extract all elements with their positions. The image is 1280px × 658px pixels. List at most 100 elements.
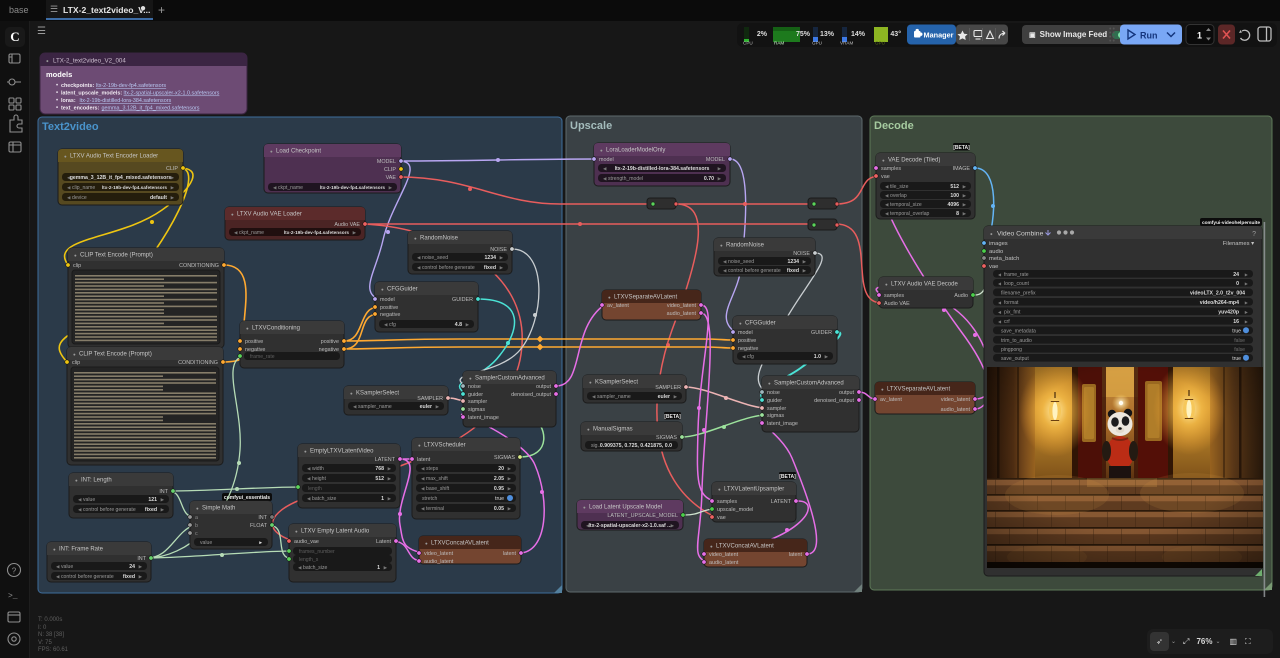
svg-text:CPU: CPU xyxy=(743,41,753,46)
svg-text:filename_prefix: filename_prefix xyxy=(1001,290,1036,296)
svg-text:?: ? xyxy=(1252,231,1256,238)
svg-text:Load Checkpoint: Load Checkpoint xyxy=(276,149,321,155)
svg-text:▶: ▶ xyxy=(171,175,175,180)
svg-text:ltx-2-19b-distilled-lora-384.s: ltx-2-19b-distilled-lora-384.safetensors xyxy=(615,166,710,172)
svg-text:value: value xyxy=(61,564,73,570)
svg-text:audio_latent: audio_latent xyxy=(424,559,454,565)
svg-text:vae: vae xyxy=(717,515,726,521)
svg-text:Simple Math: Simple Math xyxy=(202,506,235,512)
svg-text:ltx-2-19b-dev-fp4.safetensors: ltx-2-19b-dev-fp4.safetensors xyxy=(320,185,386,190)
svg-text:▶: ▶ xyxy=(671,523,675,528)
svg-text:◀: ◀ xyxy=(384,322,388,327)
svg-text:◀: ◀ xyxy=(273,185,277,190)
svg-text:LATENT_UPSCALE_MODEL: LATENT_UPSCALE_MODEL xyxy=(607,513,678,519)
svg-text:value: value xyxy=(83,497,95,503)
svg-text:trim_to_audio: trim_to_audio xyxy=(1001,338,1032,344)
svg-text:yuv420p: yuv420p xyxy=(1218,309,1239,315)
svg-text:fixed: fixed xyxy=(484,265,496,271)
svg-text:◀: ◀ xyxy=(998,272,1002,277)
svg-text:comfyui-videohelpersuite: comfyui-videohelpersuite xyxy=(1202,220,1260,226)
svg-text:14%: 14% xyxy=(851,31,866,38)
svg-text:43°: 43° xyxy=(890,30,901,38)
svg-text:loras:: loras: xyxy=(61,98,76,104)
svg-text:guider: guider xyxy=(468,392,483,398)
svg-text:MODEL: MODEL xyxy=(377,159,396,165)
svg-text:1: 1 xyxy=(381,496,384,502)
svg-text:▸: ▸ xyxy=(258,540,262,546)
svg-text:video_latent: video_latent xyxy=(941,397,971,403)
svg-text:sigmas: sigmas xyxy=(468,407,485,413)
svg-text:◀: ◀ xyxy=(307,476,311,481)
svg-text:Manager: Manager xyxy=(924,31,954,40)
svg-text:euler: euler xyxy=(658,394,670,400)
svg-text:▶: ▶ xyxy=(508,486,512,491)
svg-text:overlap: overlap xyxy=(890,193,907,199)
svg-text:euler: euler xyxy=(420,404,432,410)
svg-text:SAMPLER: SAMPLER xyxy=(417,396,443,402)
svg-text:4096: 4096 xyxy=(947,202,959,208)
svg-text:CFGGuider: CFGGuider xyxy=(387,287,418,293)
svg-text:temporal_size: temporal_size xyxy=(890,202,922,208)
svg-text:latent_image: latent_image xyxy=(767,421,798,427)
svg-text:INT: INT xyxy=(258,515,267,521)
svg-text:sampler_name: sampler_name xyxy=(358,404,392,410)
svg-text:▶: ▶ xyxy=(1245,272,1249,277)
svg-text:•: • xyxy=(56,106,58,112)
svg-text:CLIP Text Encode (Prompt): CLIP Text Encode (Prompt) xyxy=(79,352,152,358)
svg-text:▶: ▶ xyxy=(508,476,512,481)
svg-text:▶: ▶ xyxy=(171,185,175,190)
svg-text:frame_rate: frame_rate xyxy=(1004,272,1029,278)
svg-text:CONDITIONING: CONDITIONING xyxy=(179,263,219,269)
svg-text:◀: ◀ xyxy=(417,265,421,270)
svg-text:▶: ▶ xyxy=(388,476,392,481)
svg-text:samples: samples xyxy=(717,499,737,505)
svg-text:GUIDER: GUIDER xyxy=(811,330,832,336)
svg-text:model: model xyxy=(380,297,395,303)
svg-text:●: ● xyxy=(295,529,298,534)
svg-text:control before generate: control before generate xyxy=(422,265,475,271)
svg-text:▶: ▶ xyxy=(963,211,967,216)
svg-text:◀: ◀ xyxy=(998,319,1002,324)
svg-text:LTXVLatentUpsampler: LTXVLatentUpsampler xyxy=(724,487,784,493)
svg-text:true: true xyxy=(1232,356,1241,362)
svg-text:a: a xyxy=(195,515,198,521)
svg-text:768: 768 xyxy=(375,466,384,472)
svg-text:1234: 1234 xyxy=(787,259,799,265)
svg-text:default: default xyxy=(150,195,167,201)
svg-text:LoraLoaderModelOnly: LoraLoaderModelOnly xyxy=(606,148,665,154)
svg-text:VAE Decode (Tiled): VAE Decode (Tiled) xyxy=(888,158,940,164)
svg-text:clip: clip xyxy=(73,263,81,269)
svg-text:KSamplerSelect: KSamplerSelect xyxy=(595,380,638,386)
svg-text:positive: positive xyxy=(738,338,756,344)
svg-text:ltx-2-19b-dev-fp4.safetensors: ltx-2-19b-dev-fp4.safetensors xyxy=(96,83,166,89)
svg-text:◀: ◀ xyxy=(307,466,311,471)
svg-text:ltx-2-19b-distilled-lora-384.s: ltx-2-19b-distilled-lora-384.safetensors xyxy=(80,98,172,104)
svg-text:sampler: sampler xyxy=(468,399,487,405)
svg-text:samples: samples xyxy=(881,166,901,172)
svg-text:model: model xyxy=(738,330,753,336)
svg-text:▶: ▶ xyxy=(1245,300,1249,305)
svg-text:tile_size: tile_size xyxy=(890,184,909,190)
svg-text:LTX-2_text2video_V2_004: LTX-2_text2video_V2_004 xyxy=(53,58,126,65)
svg-text:base_shift: base_shift xyxy=(426,486,450,492)
svg-text:121: 121 xyxy=(148,497,157,503)
svg-text:save_output: save_output xyxy=(1001,356,1029,362)
svg-text:ltx-2-spatial-upscaler-x2-1.0.: ltx-2-spatial-upscaler-x2-1.0.safetensor… xyxy=(124,91,220,97)
svg-text:24: 24 xyxy=(1233,272,1239,278)
svg-text:◀: ◀ xyxy=(421,486,425,491)
svg-text:[BETA]: [BETA] xyxy=(953,145,970,151)
svg-text:●: ● xyxy=(710,544,713,549)
svg-text:batch_size: batch_size xyxy=(303,565,328,571)
svg-text:512: 512 xyxy=(950,184,959,190)
svg-text:◀: ◀ xyxy=(723,268,727,273)
svg-text:▶: ▶ xyxy=(1245,309,1249,314)
svg-text:height: height xyxy=(312,476,326,482)
svg-text:strength_model: strength_model xyxy=(608,176,643,182)
svg-text:●: ● xyxy=(600,148,603,153)
svg-text:◀: ◀ xyxy=(885,193,889,198)
svg-text:fixed: fixed xyxy=(123,574,135,580)
svg-text:75%: 75% xyxy=(796,31,811,38)
svg-text:video_latent: video_latent xyxy=(667,303,697,309)
svg-text:LTXVSeparateAVLatent: LTXVSeparateAVLatent xyxy=(614,295,677,301)
svg-text:▶: ▶ xyxy=(963,184,967,189)
